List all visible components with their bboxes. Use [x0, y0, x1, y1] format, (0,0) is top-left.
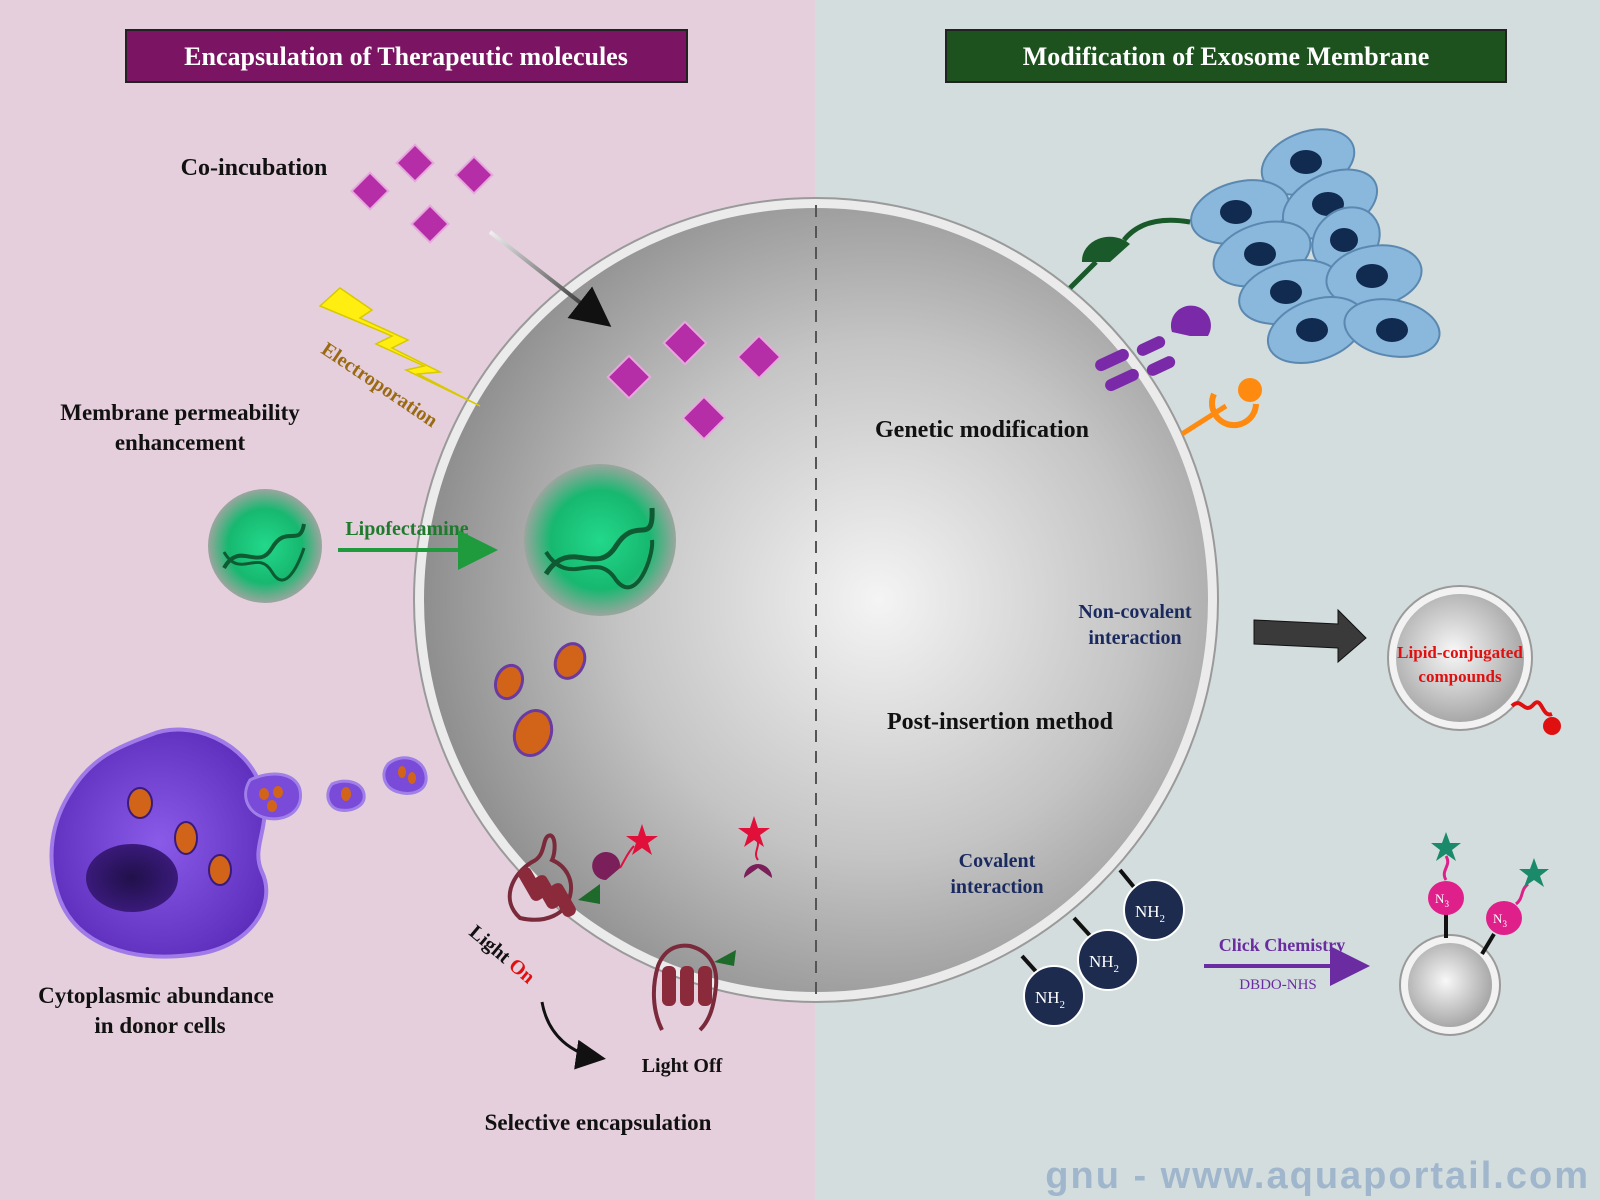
lipid-conjugated-label-line1: Lipid-conjugated — [1397, 643, 1523, 662]
receptor-icon — [1238, 378, 1262, 402]
non-covalent-label-line2: interaction — [1088, 627, 1181, 649]
post-insertion-method-label: Post-insertion method — [887, 709, 1114, 735]
right-header: Modification of Exosome Membrane — [945, 29, 1507, 83]
drug-molecule — [736, 334, 782, 380]
amine-group — [1077, 929, 1139, 991]
lightning-bolt-icon — [318, 287, 481, 407]
drug-molecule — [395, 143, 435, 183]
left-header: Encapsulation of Therapeutic molecules — [125, 29, 688, 83]
donor-cell-nucleus — [86, 844, 178, 912]
target-cells-cluster — [1190, 128, 1441, 364]
binding-tag-icon — [714, 950, 736, 966]
cytoplasmic-abundance-label-line2: in donor cells — [94, 1013, 225, 1038]
light-off-label: Light Off — [642, 1055, 723, 1077]
binding-tag-icon — [578, 884, 600, 904]
lipoplex-large — [524, 464, 676, 616]
drug-molecule — [454, 155, 494, 195]
light-off-transition-arrow — [540, 1001, 606, 1070]
purple-ligand — [1095, 305, 1211, 392]
amine-group — [1123, 879, 1185, 941]
membrane-permeability-label-line2: enhancement — [115, 430, 246, 455]
co-incubation-label: Co-incubation — [181, 155, 328, 181]
granule — [512, 709, 554, 757]
dbdo-nhs-label: DBDO-NHS — [1239, 977, 1317, 993]
click-chemistry-label: Click Chemistry — [1219, 935, 1345, 955]
amine-label: NH2 — [1089, 952, 1119, 975]
azide-group — [1486, 901, 1522, 935]
watermark: gnu - www.aquaportail.com — [1045, 1155, 1590, 1197]
receptor-icon — [1170, 305, 1211, 336]
selective-encapsulation-label: Selective encapsulation — [485, 1110, 712, 1135]
lipofectamine-label: Lipofectamine — [345, 518, 468, 540]
free-cargo — [738, 816, 772, 878]
free-drug-molecules — [350, 143, 494, 244]
non-covalent-label-line1: Non-covalent — [1078, 601, 1192, 623]
dna-helix-icon — [543, 507, 655, 576]
granule — [208, 854, 232, 886]
genetic-modification-label: Genetic modification — [875, 417, 1089, 443]
drug-molecule — [662, 320, 708, 366]
vesicle — [244, 772, 302, 821]
cargo-star-icon — [738, 816, 770, 847]
exosome-lumen — [424, 208, 1208, 992]
membrane-protein-icon — [651, 943, 719, 1032]
granule — [174, 821, 198, 855]
drug-molecule — [410, 204, 450, 244]
drug-molecule — [350, 171, 390, 211]
lipid-conjugated-label-line2: compounds — [1418, 667, 1502, 686]
cargo-binder-icon — [744, 864, 772, 878]
azide-group — [1428, 881, 1464, 915]
non-covalent-arrow — [1253, 608, 1367, 664]
light-off-receptor — [651, 943, 736, 1032]
azide-label: N3 — [1435, 891, 1449, 909]
left-header-title: Encapsulation of Therapeutic molecules — [184, 42, 628, 71]
lipid-tail-icon — [1510, 700, 1553, 717]
cargo-star-icon — [1431, 832, 1461, 861]
click-vesicle: N3 N3 — [1399, 832, 1549, 1036]
cytoplasmic-abundance-label-line1: Cytoplasmic abundance — [38, 983, 274, 1008]
granules-in-exosome — [493, 642, 587, 757]
lipoplex-small — [208, 489, 322, 603]
lipid-head-icon — [1543, 717, 1561, 735]
amine-label: NH2 — [1135, 902, 1165, 925]
amine-group — [1023, 965, 1085, 1027]
azide-label: N3 — [1493, 911, 1507, 929]
lipid-conjugated-vesicle — [1387, 585, 1561, 735]
cargo-star-icon — [1519, 858, 1549, 887]
drug-molecule — [681, 395, 727, 441]
granule — [553, 642, 587, 680]
ligand-icon — [1081, 236, 1130, 262]
amine-label: NH2 — [1035, 988, 1065, 1011]
green-ligand — [1068, 217, 1191, 290]
orange-ligand — [1180, 378, 1262, 437]
cargo-binder-icon — [592, 852, 621, 880]
dna-helix-icon — [222, 523, 306, 570]
lipoplex-sphere — [208, 489, 322, 603]
encapsulated-drug-molecules — [606, 320, 782, 441]
exosome — [413, 197, 1219, 1003]
light-on-receptor — [507, 824, 658, 922]
membrane-permeability-label-line1: Membrane permeability — [60, 400, 300, 425]
cargo-star-icon — [626, 824, 658, 855]
co-incubation-arrow — [488, 230, 612, 327]
covalent-label-line1: Covalent — [959, 850, 1036, 872]
granule — [493, 663, 525, 701]
granule — [127, 787, 153, 819]
right-header-title: Modification of Exosome Membrane — [1023, 42, 1430, 71]
amine-groups: NH2 NH2 NH2 — [1020, 868, 1185, 1027]
covalent-label-line2: interaction — [950, 876, 1043, 898]
drug-molecule — [606, 354, 652, 400]
budding-vesicles — [244, 756, 428, 821]
lipoplex-sphere — [524, 464, 676, 616]
